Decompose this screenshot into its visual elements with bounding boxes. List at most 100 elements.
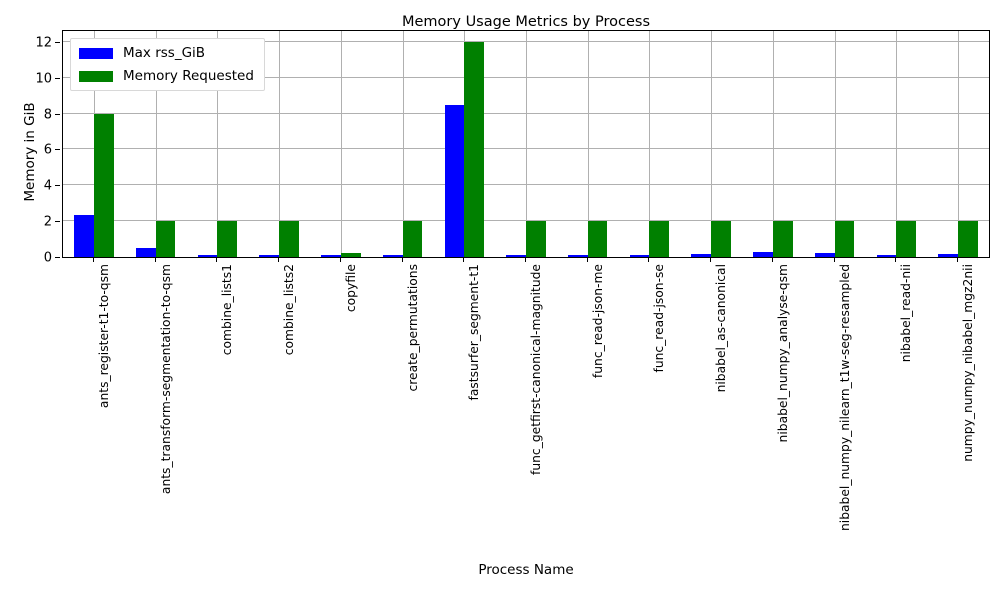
bar (629, 255, 650, 257)
legend-label: Max rss_GiB (123, 45, 206, 61)
x-tick-mark (772, 258, 773, 262)
gridline-vertical (835, 31, 836, 257)
y-tick-label: 12 (35, 35, 52, 51)
x-tick-label: func_read-json-me (590, 264, 605, 379)
x-tick-mark (834, 258, 835, 262)
bar (814, 253, 835, 257)
page-title: Memory Usage Metrics by Process (401, 14, 650, 30)
y-tick-mark (55, 257, 60, 258)
legend-label: Memory Requested (123, 68, 254, 84)
x-tick-mark (463, 258, 464, 262)
x-tick-mark (648, 258, 649, 262)
bar (649, 221, 670, 257)
x-tick-mark (587, 258, 588, 262)
x-tick-label: ants_register-t1-to-qsm (96, 264, 111, 409)
bar (464, 41, 485, 257)
bar (279, 221, 299, 257)
y-tick-mark (55, 221, 60, 223)
legend-item: Memory Requested (79, 68, 254, 84)
gridline-vertical (711, 31, 712, 257)
y-axis-ticks (0, 30, 62, 258)
y-tick-label: 4 (43, 178, 52, 194)
x-tick-mark (93, 258, 94, 262)
bar (876, 255, 897, 257)
x-tick-label: nibabel_numpy_analyse-qsm (775, 264, 790, 443)
x-tick-mark (155, 258, 156, 262)
y-axis-tick-labels: 0 2 4 6 8 10 12 (0, 30, 52, 264)
x-tick-label: fastsurfer_segment-t1 (467, 264, 482, 401)
x-axis-ticks (62, 258, 990, 264)
gridline-vertical (896, 31, 897, 257)
y-tick-mark (55, 41, 60, 43)
y-tick-label: 6 (43, 142, 52, 158)
gridline-vertical (773, 31, 774, 257)
bar (321, 255, 341, 257)
x-tick-label: func_getfirst-canonical-magnitude (529, 264, 543, 475)
gridline-vertical (217, 31, 218, 257)
bar (958, 221, 978, 257)
x-tick-mark (402, 258, 403, 262)
bar (506, 255, 526, 257)
x-tick-mark (957, 258, 958, 262)
y-tick-mark (55, 149, 60, 151)
gridline-vertical (279, 31, 280, 257)
bar (93, 113, 114, 257)
chart-title-container: Memory Usage Metrics by Process (62, 11, 990, 30)
x-tick-mark (525, 258, 526, 262)
bar (197, 255, 218, 257)
bar (259, 255, 280, 257)
gridline-vertical (156, 31, 157, 257)
bar (340, 253, 361, 257)
bar (772, 221, 793, 257)
bar (567, 255, 588, 257)
x-tick-label: combine_lists2 (282, 264, 297, 356)
legend-item: Max rss_GiB (79, 45, 254, 61)
x-tick-label: func_read-json-se (652, 264, 667, 373)
x-tick-label: nibabel_read-nii (899, 264, 914, 363)
bar (896, 221, 917, 257)
y-tick-label: 2 (43, 214, 52, 230)
bar (135, 248, 156, 257)
bar (526, 221, 546, 257)
y-tick-mark (55, 77, 60, 79)
legend-swatch-icon (79, 70, 113, 82)
bar (834, 221, 855, 257)
gridline-vertical (403, 31, 404, 257)
bar (691, 254, 712, 257)
x-tick-label: copyfile (343, 264, 358, 313)
legend-swatch-icon (79, 47, 113, 59)
y-tick-label: 0 (43, 250, 52, 266)
x-tick-label: combine_lists1 (220, 264, 235, 356)
bar (753, 252, 773, 257)
y-tick-mark (55, 185, 60, 187)
x-tick-label: create_permutations (405, 264, 420, 392)
bar (217, 221, 238, 257)
gridline-vertical (649, 31, 650, 257)
bar (587, 221, 608, 257)
bar (711, 221, 731, 257)
x-tick-label: ants_transform-segmentation-to-qsm (158, 264, 173, 495)
bar (74, 214, 94, 257)
x-tick-mark (895, 258, 896, 262)
gridline-vertical (958, 31, 959, 257)
x-tick-mark (340, 258, 341, 262)
x-axis-label: Process Name (478, 562, 574, 578)
x-tick-mark (216, 258, 217, 262)
x-tick-label: nibabel_numpy_nilearn_t1w-seg-resampled (837, 264, 852, 532)
x-tick-label: numpy_numpy_nibabel_mgz2nii (961, 264, 976, 462)
y-tick-label: 10 (35, 71, 52, 87)
bar (402, 221, 423, 257)
bar (382, 255, 403, 257)
x-tick-mark (710, 258, 711, 262)
bar (155, 221, 176, 257)
x-tick-mark (278, 258, 279, 262)
chart-legend: Max rss_GiB Memory Requested (70, 38, 265, 91)
bar (938, 254, 959, 257)
gridline-vertical (588, 31, 589, 257)
gridline-vertical (526, 31, 527, 257)
gridline-vertical (341, 31, 342, 257)
bar (444, 104, 465, 257)
x-axis-tick-labels: ants_register-t1-to-qsm ants_transform-se… (62, 264, 990, 534)
y-tick-label: 8 (43, 107, 52, 123)
